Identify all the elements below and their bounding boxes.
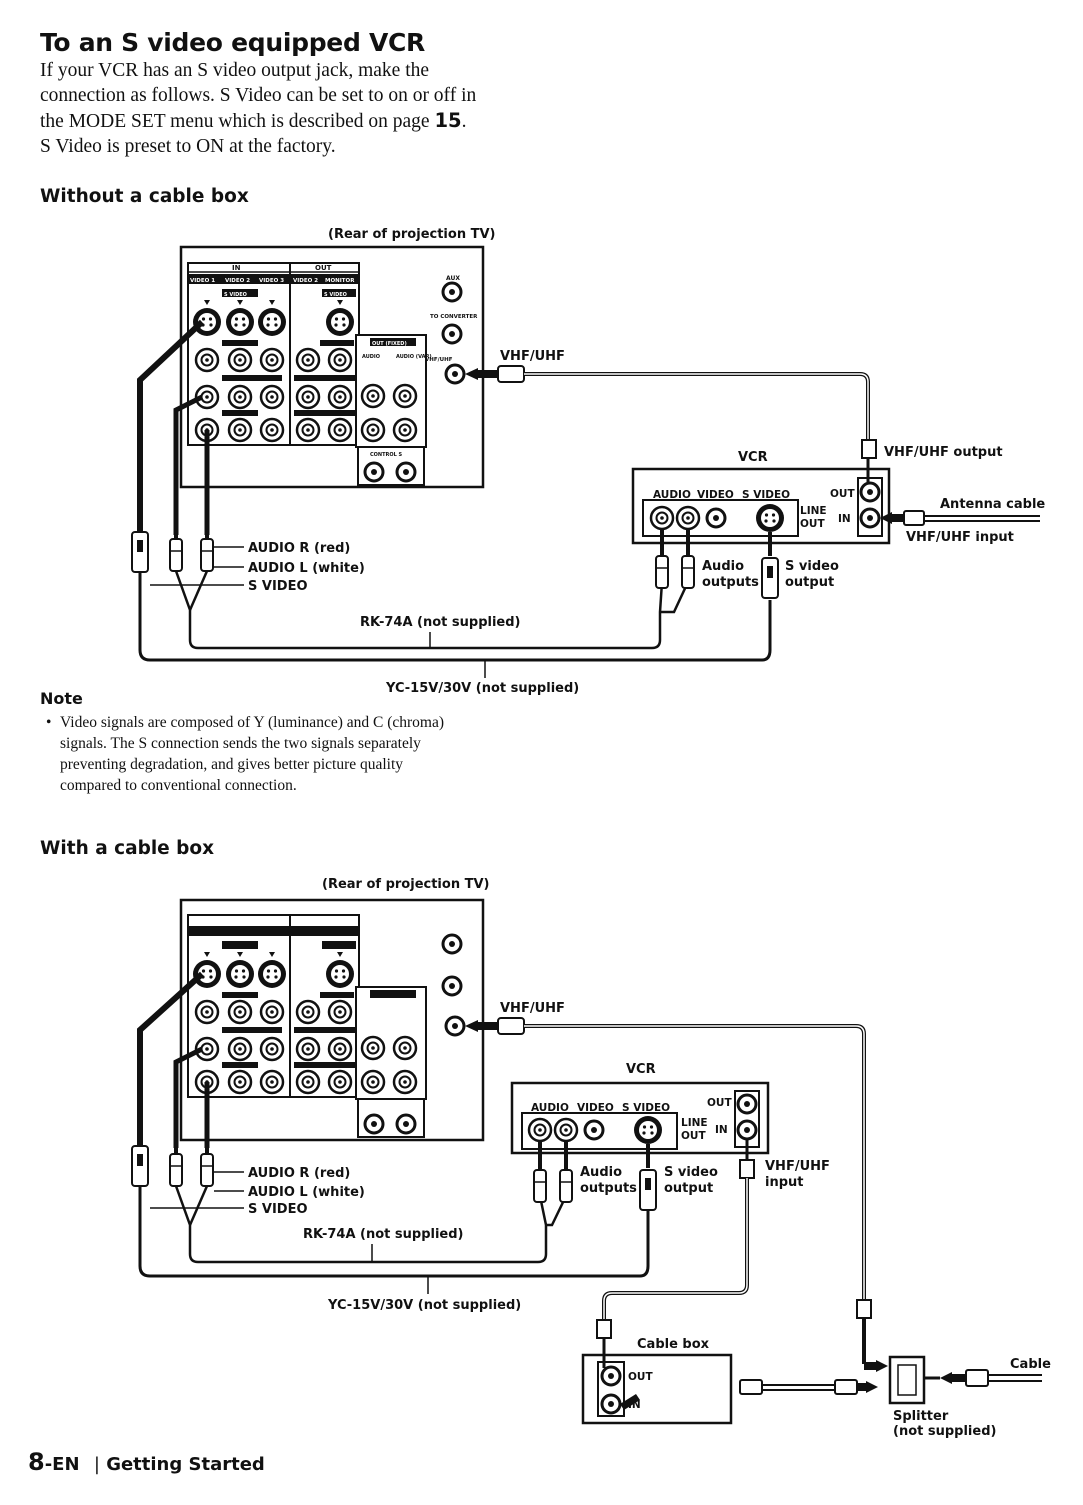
audio-outputs-label-2: outputs [702, 575, 759, 590]
vcr-label: VCR [738, 450, 768, 465]
intro-line-4: S Video is preset to ON at the factory. [40, 136, 336, 157]
panel-vhfuhf-label: VHF/UHF [425, 357, 453, 363]
svideo-in-3-jack [258, 308, 286, 336]
antenna-cable-label: Antenna cable [940, 497, 1045, 512]
panel-svideo-label: S VIDEO [224, 292, 247, 298]
footer-section: Getting Started [106, 1454, 265, 1475]
vcr-svideo-label: S VIDEO [742, 489, 790, 501]
rk74a-label: RK-74A (not supplied) [360, 615, 520, 630]
audio-r-plug-vcr [655, 547, 669, 589]
section-heading-with-cable-box: With a cable box [40, 838, 215, 859]
intro-line-3-text: the MODE SET menu which is described on … [40, 111, 435, 132]
note-line-4: compared to conventional connection. [60, 777, 297, 794]
note-line-2: signals. The S connection sends the two … [60, 735, 421, 752]
intro-line-2: connection as follows. S Video can be se… [40, 85, 477, 106]
footer-separator: | [93, 1454, 100, 1475]
note-bullet: • [46, 714, 52, 731]
vcr-rf-out-label: OUT [830, 488, 855, 500]
vhf-uhf-output-label: VHF/UHF output [884, 445, 1003, 460]
intro-line-3-end: . [461, 111, 467, 132]
audio-l-plug-vcr [681, 547, 695, 589]
vhf-uhf-jack [444, 363, 466, 385]
note-body: • Video signals are composed of Y (lumin… [46, 712, 526, 796]
audio-l-white-label: AUDIO L (white) [248, 561, 365, 576]
page-reference: 15 [434, 109, 462, 132]
vcr-svideo-jack [756, 504, 784, 532]
vcr-line-label: LINE [800, 505, 827, 517]
rear-of-tv-label: (Rear of projection TV) [328, 227, 495, 242]
vcr-rf-in-label: IN [838, 513, 851, 525]
intro-line-1: If your VCR has an S video output jack, … [40, 60, 430, 81]
audio-r-plug-tv [169, 530, 183, 572]
vcr-video-jack [705, 507, 727, 529]
svideo-output-label-1: S video [785, 559, 839, 574]
vcr-audio-l-jack [675, 505, 701, 531]
page-number: 8 [28, 1448, 45, 1476]
page-suffix: -EN [44, 1454, 80, 1475]
page-footer: 8-EN | Getting Started [28, 1448, 265, 1476]
panel-in-label: IN [232, 264, 241, 272]
col-video-2: VIDEO 2 [225, 278, 250, 284]
note-line-1: Video signals are composed of Y (luminan… [60, 714, 445, 731]
audio-l-plug-tv [200, 530, 214, 572]
out-audio-var-label: AUDIO (VAR) [396, 354, 432, 360]
vcr-audio-r-jack [649, 505, 675, 531]
control-s-label: CONTROL S [370, 452, 403, 458]
col-video-3: VIDEO 3 [259, 278, 284, 284]
panel-out-label: OUT [315, 264, 332, 272]
vcr-audio-label: AUDIO [653, 489, 691, 501]
section-heading-without-cable-box: Without a cable box [40, 186, 249, 207]
audio-outputs-label-1: Audio [702, 559, 744, 574]
svideo-in-1-jack [193, 308, 221, 336]
svideo-plug-tv [131, 531, 149, 573]
svideo-output-label-2: output [785, 575, 834, 590]
col-video-2-out: VIDEO 2 [293, 278, 318, 284]
vcr-out-label: OUT [800, 518, 825, 530]
audio-r-red-label: AUDIO R (red) [248, 541, 350, 556]
aux-jack [441, 281, 463, 303]
out-fixed-label: OUT (FIXED) [372, 341, 407, 347]
out-audio-label: AUDIO [362, 354, 380, 360]
col-monitor: MONITOR [325, 278, 355, 284]
svideo-plug-vcr [761, 557, 779, 599]
note-heading: Note [40, 689, 83, 708]
col-video-1: VIDEO 1 [190, 278, 215, 284]
note-line-3: preventing degradation, and gives better… [60, 756, 404, 773]
s-video-label: S VIDEO [248, 579, 308, 594]
vcr-video-label: VIDEO [697, 489, 734, 501]
aux-label: AUX [446, 275, 460, 282]
vhf-uhf-input-label: VHF/UHF input [906, 530, 1014, 545]
panel-svideo-out-label: S VIDEO [324, 292, 347, 298]
intro-paragraph: If your VCR has an S video output jack, … [40, 58, 560, 159]
svideo-in-2-jack [226, 308, 254, 336]
vhf-uhf-label: VHF/UHF [500, 349, 565, 364]
intro-line-3: the MODE SET menu which is described on … [40, 108, 560, 134]
yc15v-label: YC-15V/30V (not supplied) [385, 681, 579, 696]
to-converter-label: TO CONVERTER [430, 314, 478, 320]
page-title: To an S video equipped VCR [40, 28, 425, 57]
svideo-out-jack [326, 308, 354, 336]
